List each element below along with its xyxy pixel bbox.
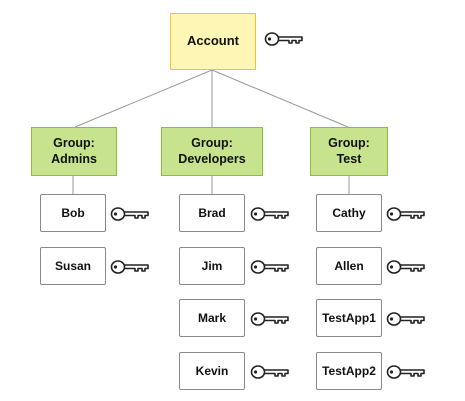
user-label: Bob <box>61 205 85 220</box>
user-node-testapp2: TestApp2 <box>316 352 382 390</box>
user-node-allen: Allen <box>316 247 382 285</box>
account-node: Account <box>170 13 256 70</box>
group-label: Group: Developers <box>178 135 246 166</box>
user-label: Brad <box>198 205 226 220</box>
connector-account-admins <box>74 69 213 128</box>
user-node-kevin: Kevin <box>179 352 245 390</box>
user-node-cathy: Cathy <box>316 194 382 232</box>
key-icon <box>250 312 289 326</box>
key-icon <box>250 260 289 274</box>
user-node-jim: Jim <box>179 247 245 285</box>
user-label: Cathy <box>332 205 366 220</box>
account-label: Account <box>187 33 239 49</box>
user-node-bob: Bob <box>40 194 106 232</box>
key-icon <box>110 207 149 221</box>
connector-account-test <box>211 69 349 128</box>
user-label: Kevin <box>195 363 229 378</box>
key-icon <box>110 260 149 274</box>
group-label: Group: Admins <box>51 135 97 166</box>
group-node-test: Group: Test <box>310 127 388 176</box>
key-icon <box>250 365 289 379</box>
user-label: Jim <box>201 258 223 273</box>
user-label: TestApp1 <box>322 310 376 325</box>
key-icon <box>386 207 425 221</box>
key-icon <box>250 207 289 221</box>
user-node-susan: Susan <box>40 247 106 285</box>
key-icon <box>386 260 425 274</box>
group-node-developers: Group: Developers <box>161 127 263 176</box>
group-label: Group: Test <box>328 135 370 166</box>
user-node-mark: Mark <box>179 299 245 337</box>
key-icon <box>386 365 425 379</box>
key-icon <box>264 32 303 46</box>
user-label: Mark <box>197 310 226 325</box>
key-icon <box>386 312 425 326</box>
user-label: TestApp2 <box>322 363 376 378</box>
group-node-admins: Group: Admins <box>31 127 117 176</box>
user-node-brad: Brad <box>179 194 245 232</box>
user-label: Allen <box>334 258 364 273</box>
user-node-testapp1: TestApp1 <box>316 299 382 337</box>
user-label: Susan <box>54 258 91 273</box>
